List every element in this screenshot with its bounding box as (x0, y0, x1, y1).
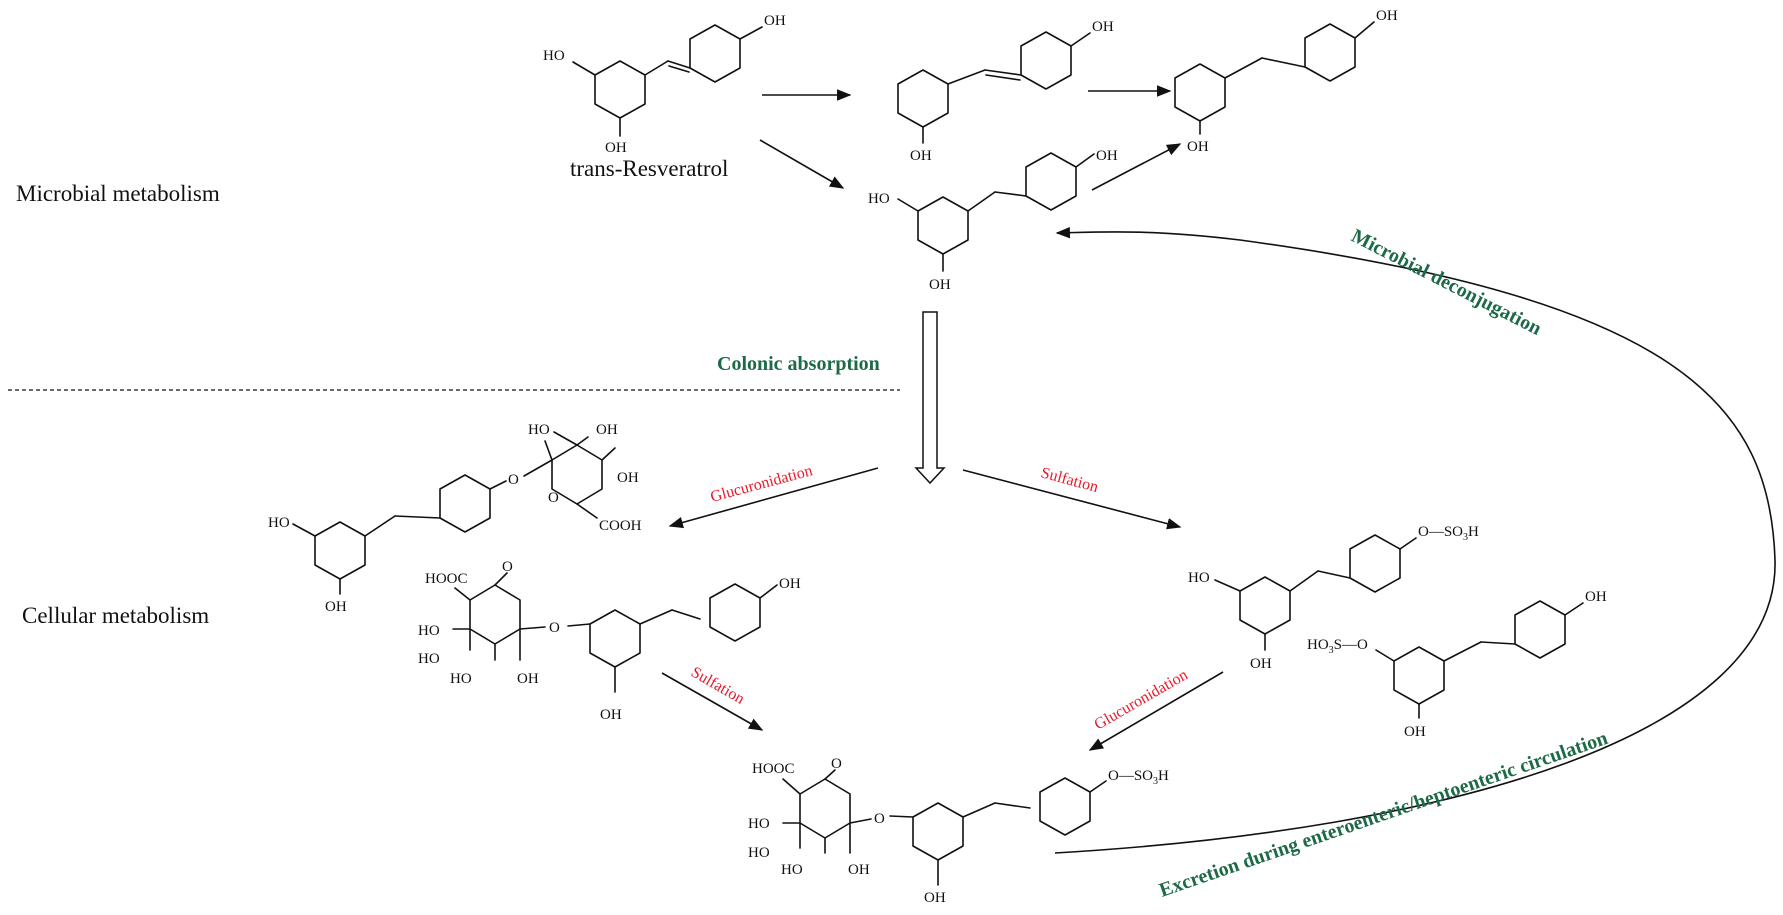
atom-label: OH (929, 277, 951, 293)
atom-label: OH (1187, 139, 1209, 155)
atom-label: OH (325, 599, 347, 615)
process-label-microbial-deconjugation: Microbial deconjugation (1348, 225, 1545, 340)
atom-label: COOH (599, 518, 642, 534)
molecule-dihydroxybibenzyl: OH OH (1174, 8, 1398, 155)
atom-label: HO (748, 845, 770, 861)
atom-label: HO (418, 651, 440, 667)
molecule-dihydroxystilbene: OH OH (897, 19, 1114, 164)
atom-label: O (874, 811, 885, 827)
atom-label: OH (605, 140, 627, 156)
reaction-label-glucuronidation-1: Glucuronidation (709, 462, 815, 506)
atom-label: HOOC (425, 571, 468, 587)
atom-label: OH (596, 422, 618, 438)
atom-label: O (831, 756, 842, 772)
reaction-label-sulfation-2: Sulfation (688, 664, 747, 708)
atom-label: HO (543, 48, 565, 64)
microbial-deconjugation-curve (1054, 226, 1776, 854)
molecule-3-sulfate: HO3S—O OH OH (1307, 589, 1607, 740)
atom-label: HO (868, 191, 890, 207)
molecule-glucuronide-sulfate: HOOC O HO HO HO OH O O—SO3H OH (748, 756, 1169, 906)
process-label-excretion: Excretion during enteroenteric/heptoente… (1156, 727, 1610, 902)
atom-label: OH (1404, 724, 1426, 740)
molecule-4-sulfate: HO OH O—SO3H (1188, 524, 1479, 672)
atom-label: HO (450, 671, 472, 687)
region-label-cellular: Cellular metabolism (22, 603, 209, 628)
arrow-glucuronidation-1 (668, 467, 879, 529)
atom-label: OH (517, 671, 539, 687)
atom-label: O (548, 490, 559, 506)
atom-label: HO (528, 422, 550, 438)
atom-label: HO (781, 862, 803, 878)
atom-label: OH (617, 470, 639, 486)
compound-name-trans-resveratrol: trans-Resveratrol (570, 156, 728, 181)
atom-label: O (508, 472, 519, 488)
sulfate-group-label: O—SO3H (1418, 524, 1479, 543)
atom-label: OH (924, 890, 946, 906)
arrow-sulfation-2 (661, 672, 764, 731)
molecule-4-glucuronide: HO OH O HO OH OH O COOH (268, 422, 642, 615)
process-label-colonic-absorption: Colonic absorption (717, 353, 880, 375)
atom-label: OH (910, 148, 932, 164)
atom-label: HOOC (752, 761, 795, 777)
atom-label: HO (418, 623, 440, 639)
molecule-trans-resveratrol: OH HO OH (543, 13, 786, 156)
arrow-sulfation-1 (962, 469, 1182, 530)
atom-label: OH (1376, 8, 1398, 24)
atom-label: OH (779, 576, 801, 592)
molecule-3-glucuronide: HOOC O HO HO HO OH O OH OH (418, 559, 801, 723)
molecule-dihydroresveratrol: OH HO OH (868, 148, 1118, 293)
atom-label: OH (1096, 148, 1118, 164)
atom-label: OH (764, 13, 786, 29)
region-label-microbial: Microbial metabolism (16, 181, 220, 206)
atom-label: HO (748, 816, 770, 832)
reaction-label-sulfation-1: Sulfation (1039, 464, 1100, 496)
atom-label: OH (1092, 19, 1114, 35)
arrow-glucuronidation-2 (1088, 671, 1224, 751)
atom-label: O (502, 559, 513, 575)
arrow-resveratrol-to-dihydroresveratrol (759, 139, 845, 189)
arrow-dihydroresveratrol-to-bibenzyl (1091, 143, 1182, 191)
sulfate-group-label: HO3S—O (1307, 637, 1368, 656)
atom-label: OH (848, 862, 870, 878)
sulfate-group-label: O—SO3H (1108, 768, 1169, 787)
atom-label: OH (1585, 589, 1607, 605)
atom-label: OH (600, 707, 622, 723)
atom-label: HO (1188, 570, 1210, 586)
atom-label: OH (1250, 656, 1272, 672)
atom-label: HO (268, 515, 290, 531)
colonic-absorption-arrow (914, 311, 946, 485)
atom-label: O (549, 620, 560, 636)
